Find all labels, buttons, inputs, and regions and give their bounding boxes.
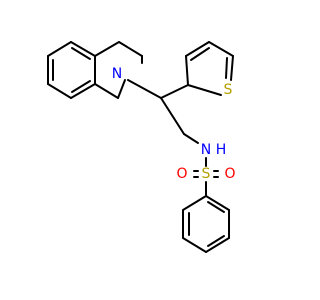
thio-double-2: [225, 57, 228, 79]
benz-bond-6: [47, 41, 72, 57]
molecule-drawing: N S N H S O O: [47, 41, 236, 253]
ch2-nh-bond: [183, 133, 199, 144]
ch-ch2-bond: [160, 97, 185, 135]
thio-bond-4: [230, 55, 234, 81]
ph-bond-3: [182, 237, 207, 253]
bond-layer: [47, 41, 234, 253]
ch-thio-bond: [160, 84, 189, 99]
n-ch-bond: [127, 79, 162, 99]
amide-nitrogen-label: N: [201, 142, 211, 158]
ph-bond-4: [205, 237, 230, 253]
ph-double-2: [207, 235, 225, 247]
ring-bond-2: [118, 41, 143, 57]
amide-hydrogen-label: H: [216, 142, 227, 158]
benz-double-2: [71, 80, 91, 93]
sulfonyl-oxygen-left-label: O: [176, 166, 187, 182]
ph-bond-1: [182, 195, 207, 211]
thio-double-1: [190, 47, 210, 61]
ring-bond-4: [117, 79, 126, 99]
atom-label-layer: N S N H S O O: [112, 66, 236, 182]
benz-bond-5: [70, 41, 96, 57]
sulfonyl-oxygen-right-label: O: [224, 166, 235, 182]
ring-bond-1: [94, 41, 120, 57]
ring-bond-5: [94, 83, 119, 99]
ph-double-3: [207, 201, 225, 213]
ph-bond-6: [205, 195, 230, 211]
ring-nitrogen-label: N: [112, 66, 122, 82]
structure-canvas: N S N H S O O: [47, 41, 236, 253]
benz-double-3: [71, 47, 91, 60]
thio-bond-3: [208, 41, 234, 57]
thio-bond-1: [185, 55, 189, 86]
benz-bond-3: [70, 83, 96, 99]
thiophene-sulfur-label: S: [224, 82, 233, 98]
benz-bond-2: [47, 83, 72, 99]
thio-bond-2: [185, 41, 210, 57]
sulfonyl-sulfur-label: S: [202, 166, 211, 182]
thio-bond-5: [187, 84, 222, 96]
